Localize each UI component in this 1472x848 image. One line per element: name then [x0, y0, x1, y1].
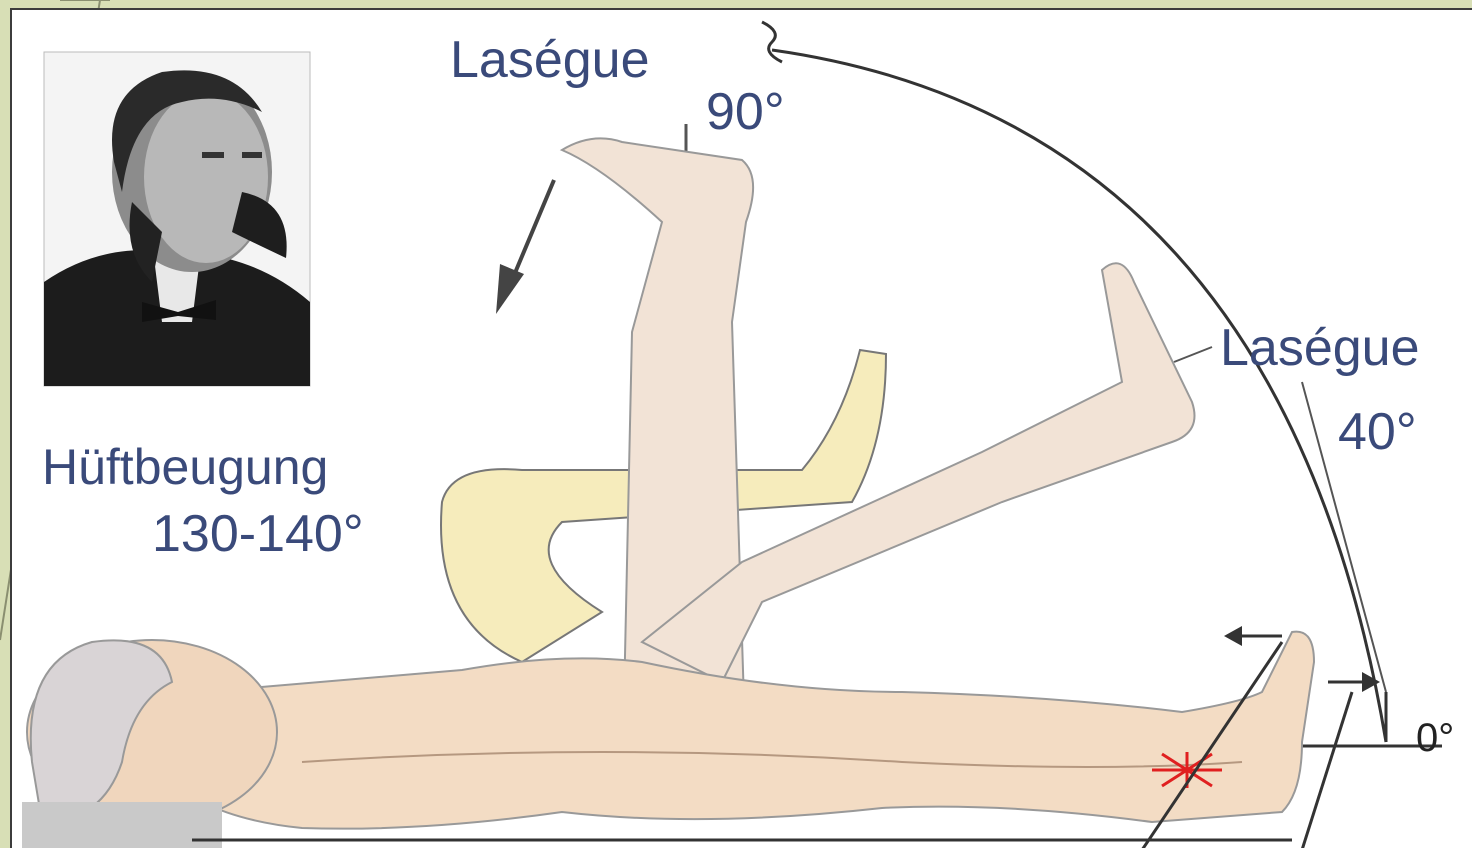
label-angle-0: 0°	[1416, 718, 1454, 758]
label-lasegue-40: Laségue	[1220, 322, 1420, 374]
label-lasegue-90: Laségue	[450, 34, 650, 86]
label-hip-flexion: Hüftbeugung	[42, 442, 328, 492]
label-angle-90: 90°	[706, 86, 785, 138]
arc-break-mark	[762, 22, 782, 62]
label-angle-40: 40°	[1338, 406, 1417, 458]
label-hip-flexion-range: 130-140°	[152, 508, 364, 560]
rotation-arrow-head	[496, 264, 524, 314]
lying-body	[202, 632, 1314, 829]
portrait-photo-icon	[44, 52, 310, 386]
figure-frame: Laségue 90° Laségue 40° Hüftbeugung 130-…	[10, 8, 1472, 848]
foot-line-right	[1302, 692, 1352, 848]
foot-arrowhead-left	[1224, 626, 1242, 646]
leader-line-40	[1174, 347, 1212, 362]
